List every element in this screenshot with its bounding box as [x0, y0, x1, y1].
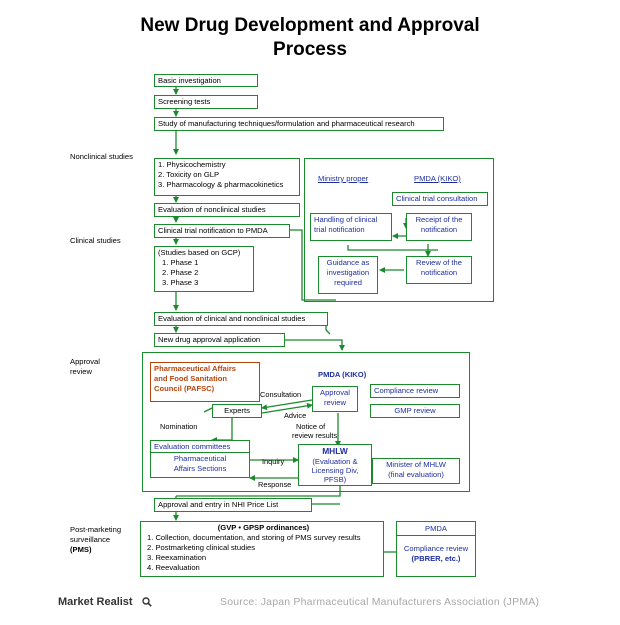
chart-title-line-2: Process — [273, 39, 347, 60]
step-clinical-phases: (Studies based on GCP) 1. Phase 1 2. Pha… — [154, 246, 254, 292]
label-response: Response — [258, 480, 292, 489]
stage-approval-review: review — [70, 367, 92, 376]
trial-handling: Handling of clinical trial notification — [310, 213, 392, 241]
pafsc-box: Pharmaceutical Affairs and Food Sanitati… — [150, 362, 260, 402]
label-notice-1: Notice of — [296, 422, 326, 431]
pms-compliance-line-2: (PBRER, etc.) — [411, 554, 461, 563]
review-line-2: notification — [420, 268, 458, 277]
review-panel — [142, 352, 470, 492]
minister-line-2: (final evaluation) — [388, 470, 444, 479]
pms-item-3: 3. Reexamination — [147, 553, 207, 562]
pms-pmda-box: PMDA Compliance review (PBRER, etc.) — [396, 521, 476, 577]
guidance-line-2: investigation — [326, 268, 370, 277]
receipt-line-2: notification — [420, 225, 458, 234]
pms-item-2: 2. Postmarketing clinical studies — [147, 543, 256, 552]
pafsc-line-1: Pharmaceutical Affairs — [154, 364, 237, 373]
eval-committees-title: Evaluation committees — [151, 442, 249, 453]
magnifier-icon — [142, 594, 152, 607]
mhlw-title: MHLW — [322, 446, 348, 456]
gcp-phase-3: 3. Phase 3 — [162, 278, 199, 287]
trial-ministry-proper: Ministry proper — [318, 174, 369, 183]
trial-panel — [304, 158, 494, 302]
label-notice-2: review results — [292, 431, 338, 440]
stage-nonclinical: Nonclinical studies — [70, 152, 133, 161]
trial-receipt: Receipt of the notification — [406, 213, 472, 241]
step-nda: New drug approval application — [154, 333, 285, 347]
pms-ordinances: (GVP • GPSP ordinances) — [217, 523, 310, 532]
label-consultation: Consultation — [260, 390, 302, 399]
affairs-line-2: Affairs Sections — [173, 464, 227, 473]
mhlw-line-3: PFSB) — [323, 475, 347, 484]
step-nhi-price-list: Approval and entry in NHI Price List — [154, 498, 312, 512]
stage-approval: Approval — [70, 357, 100, 366]
step-eval-clinical: Evaluation of clinical and nonclinical s… — [154, 312, 328, 326]
label-advice: Advice — [284, 411, 307, 420]
gcp-phase-1: 1. Phase 1 — [162, 258, 199, 267]
nonclinical-item-2: 2. Toxicity on GLP — [158, 170, 220, 179]
pms-item-1: 1. Collection, documentation, and storin… — [147, 533, 361, 542]
step-screening-tests: Screening tests — [154, 95, 258, 109]
mhlw-line-1: (Evaluation & — [312, 457, 358, 466]
step-eval-nonclinical: Evaluation of nonclinical studies — [154, 203, 300, 217]
minister-box: Minister of MHLW (final evaluation) — [372, 458, 460, 484]
pms-box: (GVP • GPSP ordinances) 1. Collection, d… — [140, 521, 384, 577]
pms-pmda-title: PMDA — [397, 523, 475, 536]
nonclinical-item-3: 3. Pharmacology & pharmacokinetics — [158, 180, 284, 189]
guidance-line-3: required — [334, 278, 362, 287]
approval-review-line-1: Approval — [320, 388, 350, 397]
market-realist-logo: Market Realist — [58, 596, 133, 608]
gcp-phase-2: 2. Phase 2 — [162, 268, 199, 277]
pms-compliance-line-1: Compliance review — [403, 544, 469, 553]
approval-review-box: Approval review — [312, 386, 358, 412]
nonclinical-item-1: 1. Physicochemistry — [158, 160, 226, 169]
eval-committees-box: Evaluation committees Pharmaceutical Aff… — [150, 440, 250, 478]
chart-title-line-1: New Drug Development and Approval — [140, 15, 480, 36]
handling-line-1: Handling of clinical — [314, 215, 378, 224]
approval-review-line-2: review — [324, 398, 346, 407]
trial-pmda-kiko: PMDA (KIKO) — [414, 174, 461, 183]
stage-pms: (PMS) — [70, 545, 92, 554]
guidance-line-1: Guidance as — [326, 258, 370, 267]
review-line-1: Review of the — [415, 258, 462, 267]
trial-consultation: Clinical trial consultation — [392, 192, 488, 206]
gmp-review-box: GMP review — [370, 404, 460, 418]
pafsc-line-3: Council (PAFSC) — [154, 384, 215, 393]
stage-postmarketing: Post-marketing — [70, 525, 122, 534]
stage-clinical: Clinical studies — [70, 236, 121, 245]
mhlw-line-2: Licensing Div, — [311, 466, 359, 475]
step-manufacturing-study: Study of manufacturing techniques/formul… — [154, 117, 444, 131]
affairs-line-1: Pharmaceutical — [173, 454, 227, 463]
step-nonclinical-studies-list: 1. Physicochemistry 2. Toxicity on GLP 3… — [154, 158, 300, 196]
compliance-review-box: Compliance review — [370, 384, 460, 398]
gcp-heading: (Studies based on GCP) — [158, 248, 241, 257]
handling-line-2: trial notification — [314, 225, 365, 234]
experts-box: Experts — [212, 404, 262, 418]
pafsc-line-2: and Food Sanitation — [154, 374, 227, 383]
step-basic-investigation: Basic investigation — [154, 74, 258, 87]
label-inquiry: Inquiry — [262, 457, 285, 466]
source-note: Source: Japan Pharmaceutical Manufacture… — [220, 596, 540, 608]
mhlw-box: MHLW (Evaluation & Licensing Div, PFSB) — [298, 444, 372, 486]
review-pmda-kiko: PMDA (KIKO) — [318, 370, 367, 379]
minister-line-1: Minister of MHLW — [386, 460, 446, 469]
receipt-line-1: Receipt of the — [415, 215, 463, 224]
stage-surveillance: surveillance — [70, 535, 111, 544]
pms-item-4: 4. Reevaluation — [147, 563, 200, 572]
trial-guidance: Guidance as investigation required — [318, 256, 378, 294]
step-trial-notification: Clinical trial notification to PMDA — [154, 224, 290, 238]
label-nomination: Nomination — [160, 422, 198, 431]
trial-review: Review of the notification — [406, 256, 472, 284]
